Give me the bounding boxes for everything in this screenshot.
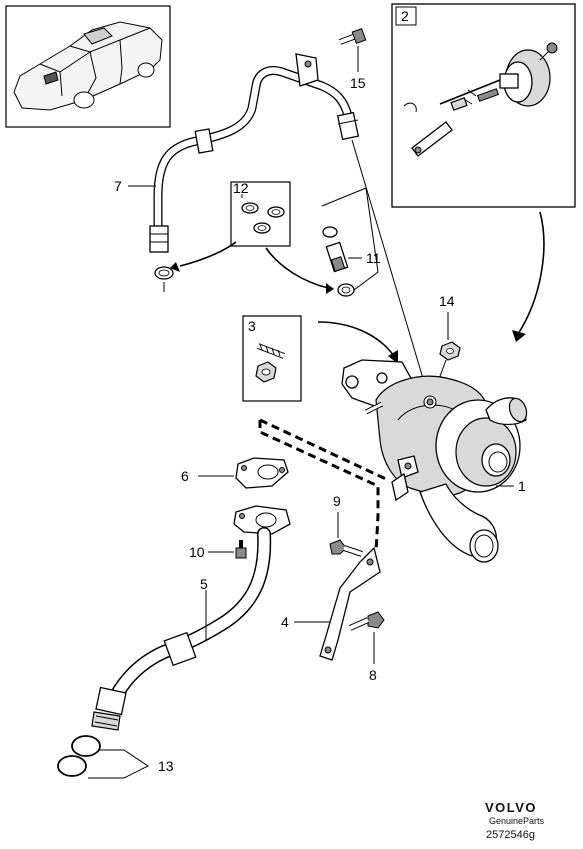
oil-pipe-7 <box>149 53 360 253</box>
callout-10: 10 <box>189 544 205 560</box>
volvo-genuine-parts-logo: VOLVO GenuineParts <box>485 800 545 826</box>
gasket-6 <box>235 457 289 489</box>
bolt-9 <box>329 539 363 557</box>
o-rings-13 <box>57 735 101 777</box>
callout-9: 9 <box>333 493 341 509</box>
oil-return-pipe-5 <box>91 505 291 731</box>
callout-8: 8 <box>369 667 377 683</box>
bolt-15 <box>338 28 367 45</box>
callout-12: 12 <box>233 180 249 196</box>
bolt-10 <box>235 540 247 559</box>
dashed-connection <box>258 418 409 553</box>
callout-13: 13 <box>158 758 174 774</box>
bracket-4 <box>319 546 381 661</box>
callout-6: 6 <box>181 468 189 484</box>
detail-box-2 <box>391 3 576 208</box>
diagram-number: 2572546g <box>486 829 535 841</box>
vehicle-thumbnail <box>5 5 171 128</box>
nut-14 <box>439 341 461 361</box>
detail-box-3 <box>242 315 302 402</box>
brand-sub-text: GenuineParts <box>489 816 545 826</box>
brand-logo-text: VOLVO <box>485 800 537 815</box>
callout-7: 7 <box>114 178 122 194</box>
callout-2: 2 <box>401 8 409 24</box>
bolt-8 <box>348 611 385 631</box>
callout-15: 15 <box>350 75 366 91</box>
callout-1: 1 <box>518 478 526 494</box>
turbocharger-1 <box>341 359 528 563</box>
detail-box-12 <box>230 181 291 247</box>
callout-3: 3 <box>248 318 256 334</box>
callout-4: 4 <box>281 614 289 630</box>
callout-14: 14 <box>439 293 455 309</box>
callout-11: 11 <box>366 250 381 266</box>
fitting-11 <box>322 226 355 297</box>
callout-5: 5 <box>200 576 208 592</box>
